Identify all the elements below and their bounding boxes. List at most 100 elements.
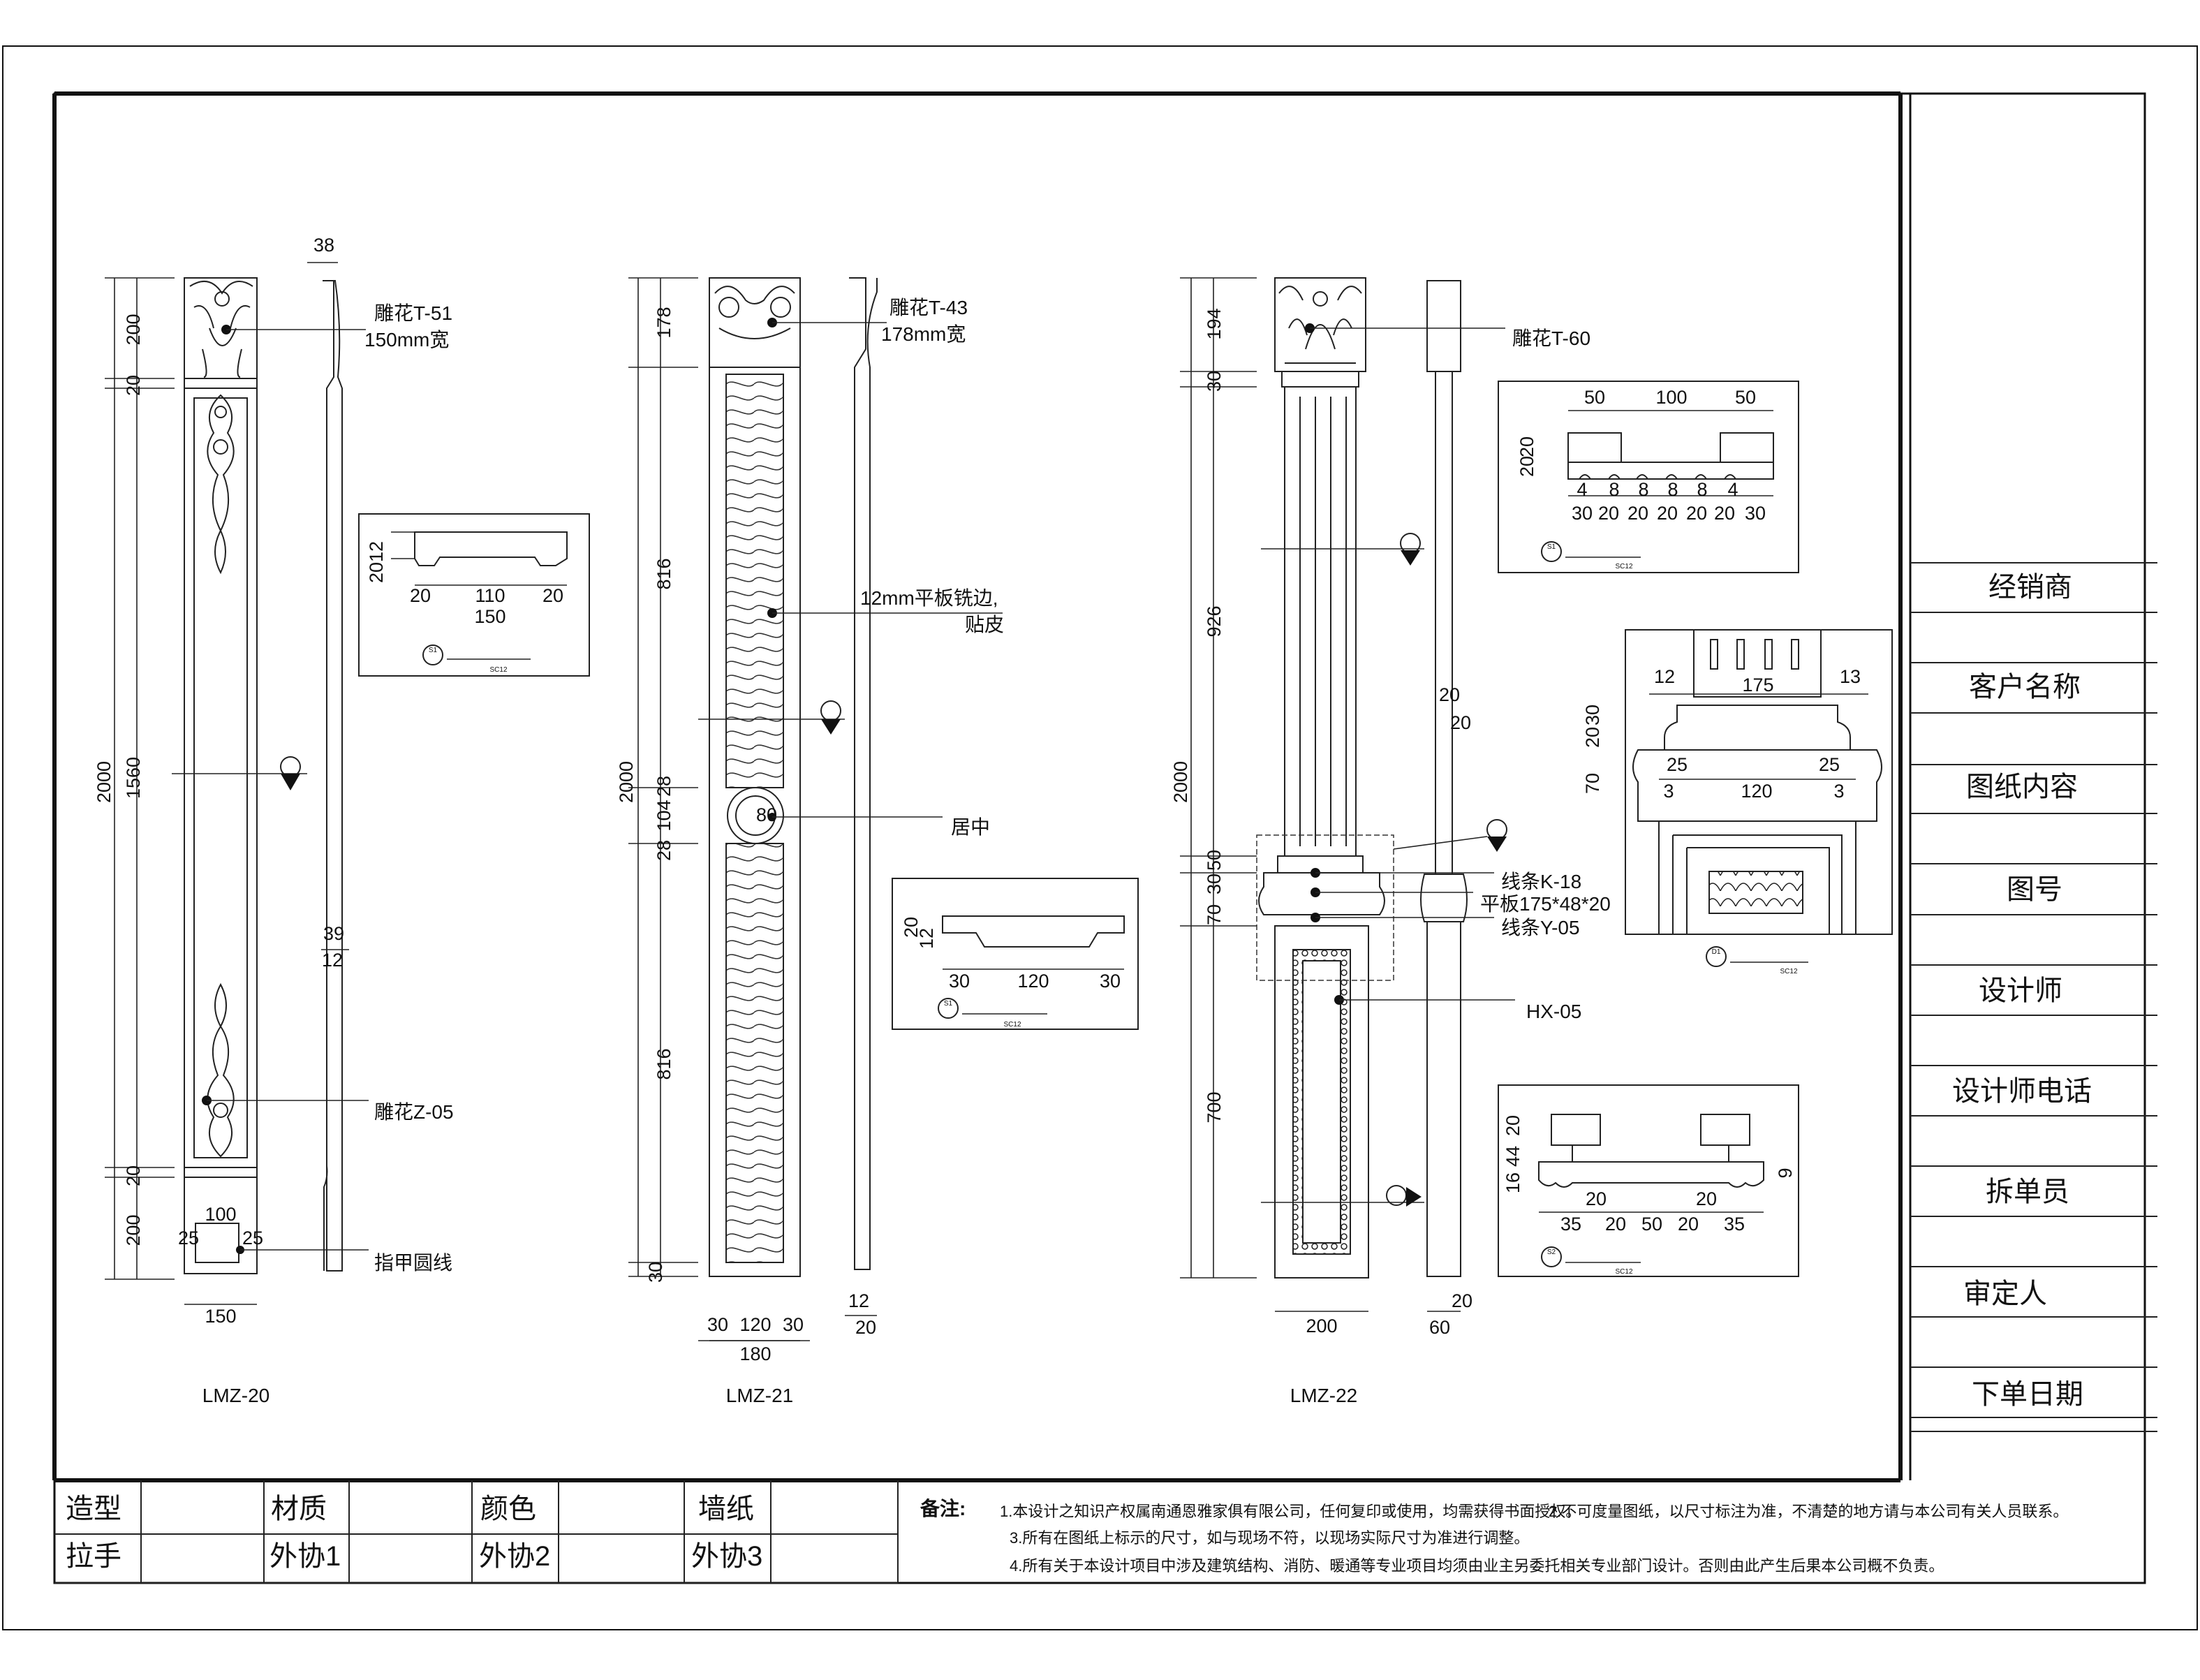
- lmz22-callout-molding-y05: 线条Y-05: [1501, 917, 1580, 938]
- lmz22-name: LMZ-22: [1290, 1385, 1357, 1406]
- lmz22-dim-70: 70: [1204, 904, 1225, 925]
- lmz22-s1-dim-8-a: 8: [1609, 479, 1619, 500]
- lmz20-sec-dim-20-v: 20: [366, 562, 387, 583]
- lmz22-dim-200: 200: [1306, 1316, 1337, 1336]
- lmz22-s1-scale: SC12: [1615, 563, 1632, 570]
- lmz20-dim-12: 12: [322, 950, 343, 971]
- lmz22-detail-marker-d1-icon: [1487, 837, 1507, 852]
- lmz22-s1-dim-20-2: 20: [1627, 503, 1648, 524]
- notes-label: 备注:: [920, 1497, 966, 1519]
- lmz22-dim-20-b: 20: [1450, 712, 1471, 733]
- sheet-inner-border: [53, 92, 2146, 1584]
- lmz22-s2-scale: SC12: [1615, 1268, 1632, 1276]
- lmz21-section-tag: S1: [944, 1000, 953, 1008]
- lmz20-carving-bottom: [207, 982, 235, 1158]
- lmz21-callout-carving-t43: 雕花T-43: [889, 297, 968, 318]
- lmz20-dim-200-top: 200: [123, 314, 144, 345]
- lmz22-dim-30-top: 30: [1204, 371, 1225, 392]
- lmz21-name: LMZ-21: [726, 1385, 793, 1406]
- lmz21-upper-panel: [725, 374, 784, 788]
- lmz20-side-view: [323, 280, 343, 1272]
- lmz22-d1-dim-120: 120: [1741, 781, 1772, 802]
- lmz21-callout-veneer: 贴皮: [965, 614, 1004, 635]
- lmz20-callout-width: 150mm宽: [364, 329, 449, 351]
- lmz22-d1-dim-13: 13: [1840, 666, 1861, 687]
- tb-designer-phone: 设计师电话: [1952, 1076, 2092, 1107]
- lmz22-s1-dim-8-d: 8: [1697, 479, 1707, 500]
- lmz20-shaft: [184, 388, 258, 1168]
- lmz21-dim-2000: 2000: [616, 761, 637, 803]
- lmz22-d1-dim-30: 30: [1582, 705, 1603, 725]
- lmz20-section-tag-icon: [422, 644, 443, 665]
- lmz22-dim-926: 926: [1204, 605, 1225, 637]
- lmz22-s2-dim-20: 20: [1503, 1115, 1523, 1136]
- lmz20-sec-dim-150: 150: [474, 606, 505, 627]
- lmz22-s2-dim-35-r: 35: [1724, 1214, 1745, 1235]
- tbl-shape: 造型: [66, 1494, 121, 1524]
- lmz21-dim-816-top: 816: [654, 558, 674, 589]
- lmz22-section-marker-s1-icon: [1401, 550, 1420, 566]
- lmz22-s2-tag-icon: [1541, 1246, 1562, 1267]
- lmz21-shaft: [709, 367, 801, 1277]
- tb-designer: 设计师: [1979, 975, 2062, 1006]
- lmz21-sec-dim-30-r: 30: [1100, 971, 1121, 992]
- lmz22-dim-700: 700: [1204, 1091, 1225, 1123]
- tb-dealer: 经销商: [1988, 572, 2072, 603]
- lmz20-callout-carving-z05: 雕花Z-05: [374, 1101, 454, 1123]
- lmz22-dim-60: 60: [1429, 1317, 1450, 1338]
- lmz20-carving-top: [207, 394, 235, 575]
- lmz22-dim-2000: 2000: [1170, 761, 1191, 803]
- lmz22-s1-dim-4-l: 4: [1577, 479, 1587, 500]
- tb-client-name: 客户名称: [1969, 672, 2081, 702]
- lmz22-s2-dim-20-a: 20: [1605, 1214, 1626, 1235]
- lmz20-sec-dim-20-l: 20: [410, 585, 431, 606]
- lmz21-dim-816-bottom: 816: [654, 1048, 674, 1080]
- note-3: 4.所有关于本设计项目中涉及建筑结构、消防、暖通等专业项目均须由业主另委托相关专…: [1010, 1557, 1944, 1575]
- column-lmz-21: 2000 178 816 28 104 28 816 30 80 30 120 …: [616, 277, 1139, 1406]
- lmz22-s1-dim-4-r: 4: [1727, 479, 1738, 500]
- lmz22-callout-carving-t60: 雕花T-60: [1512, 327, 1590, 349]
- lmz20-sec-dim-110: 110: [475, 585, 505, 606]
- lmz22-s1-dim-30-r: 30: [1745, 503, 1766, 524]
- tb-drawing-content: 图纸内容: [1966, 772, 2078, 802]
- title-block: 经销商 客户名称 图纸内容 图号 设计师 设计师电话 拆单员 审定人 下单日期: [1909, 94, 2157, 1480]
- lmz21-dim-180: 180: [739, 1343, 771, 1364]
- lmz20-sec-dim-20-r: 20: [542, 585, 563, 606]
- column-lmz-20: 2000 200 20 1560 20 200 150 38 100 25 25…: [94, 235, 590, 1406]
- tbl-material: 材质: [271, 1494, 327, 1524]
- lmz22-s1-tag: S1: [1547, 543, 1556, 551]
- lmz20-name: LMZ-20: [202, 1385, 270, 1406]
- lmz21-callout-centered: 居中: [951, 816, 990, 838]
- lmz21-dim-104: 104: [654, 800, 674, 831]
- note-1b: 2.不可度量图纸，以尺寸标注为准，不清楚的地方请与本公司有关人员联系。: [1549, 1503, 2068, 1520]
- lmz21-section-scale: SC12: [1003, 1021, 1021, 1029]
- lmz21-sec-dim-20: 20: [901, 917, 922, 938]
- lmz22-callout-molding-k18: 线条K-18: [1501, 871, 1581, 892]
- lmz21-dim-30: 30: [645, 1262, 666, 1283]
- lmz20-section-scale: SC12: [489, 666, 507, 674]
- lmz21-section-marker-icon: [821, 719, 841, 735]
- lmz20-capital: [184, 277, 258, 379]
- lmz22-d1-dim-175: 175: [1742, 675, 1773, 695]
- notes: 备注: 1.本设计之知识产权属南通恩雅家俱有限公司，任何复印或使用，均需获得书面…: [920, 1497, 2068, 1575]
- tbl-color: 颜色: [480, 1494, 536, 1524]
- lmz20-dim-25-right: 25: [242, 1228, 263, 1248]
- lmz22-s1-dim-20-a: 20: [1516, 436, 1537, 457]
- bottom-table: 造型 材质 颜色 墙纸 拉手 外协1 外协2 外协3: [54, 1480, 899, 1584]
- lmz21-callout-width: 178mm宽: [881, 323, 966, 345]
- lmz21-dim-30-l: 30: [707, 1314, 728, 1335]
- lmz21-sec-dim-120: 120: [1017, 971, 1049, 992]
- lmz22-s1-dim-20-4: 20: [1686, 503, 1707, 524]
- lmz20-dim-1560: 1560: [123, 757, 144, 799]
- lmz21-lower-panel: [725, 843, 784, 1263]
- lmz22-s1-dim-20-5: 20: [1714, 503, 1735, 524]
- lmz22-s1-dim-20-1: 20: [1598, 503, 1619, 524]
- lmz22-s2-dim-9: 9: [1775, 1167, 1796, 1178]
- lmz22-s2-dim-20-l: 20: [1586, 1188, 1607, 1209]
- lmz21-dim-28-bottom: 28: [654, 840, 674, 861]
- lmz21-dim-20: 20: [855, 1317, 876, 1338]
- lmz22-d1-dim-25-l: 25: [1667, 754, 1688, 775]
- lmz22-s2-dim-20-b: 20: [1678, 1214, 1699, 1235]
